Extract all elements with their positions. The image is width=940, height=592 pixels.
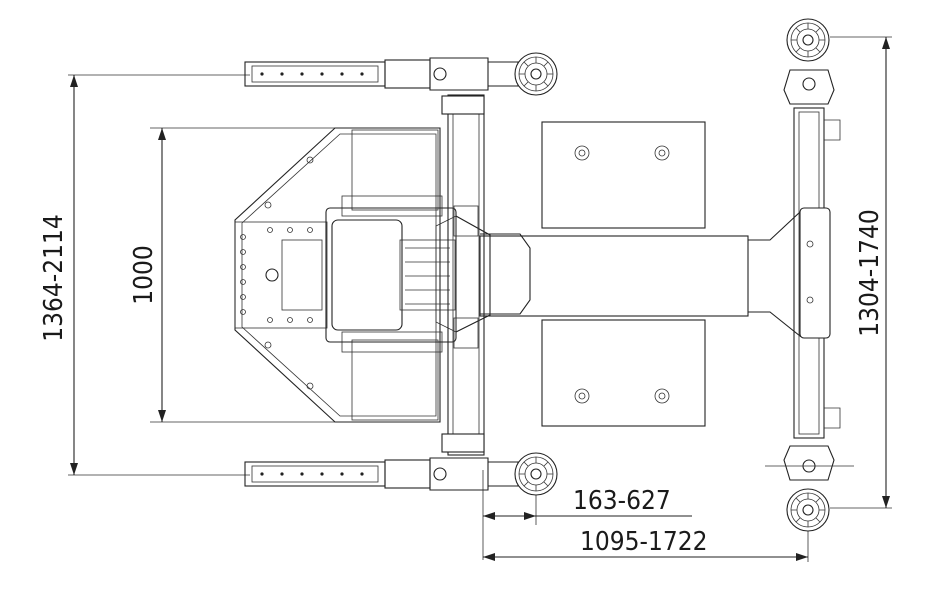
dimension-arm-extension: 163-627 (482, 470, 692, 560)
front-post (441, 94, 485, 456)
dimension-platform-width: 1000 (129, 127, 340, 423)
dimension-wheelbase: 1095-1722 (483, 520, 809, 562)
chassis-beam (479, 121, 801, 427)
rear-axle (765, 18, 854, 532)
rear-track-label: 1304-1740 (855, 209, 885, 336)
arm-extension-label: 163-627 (573, 486, 671, 516)
dimension-overall-width: 1364-2114 (39, 74, 250, 476)
overall-width-label: 1364-2114 (39, 214, 69, 341)
lift-platform (234, 127, 441, 423)
central-body (325, 195, 491, 353)
front-bottom-arm (244, 452, 558, 496)
dimension-rear-track: 1304-1740 (830, 36, 892, 509)
wheelbase-label: 1095-1722 (580, 527, 707, 557)
front-top-arm (244, 52, 558, 96)
platform-width-label: 1000 (129, 245, 159, 305)
